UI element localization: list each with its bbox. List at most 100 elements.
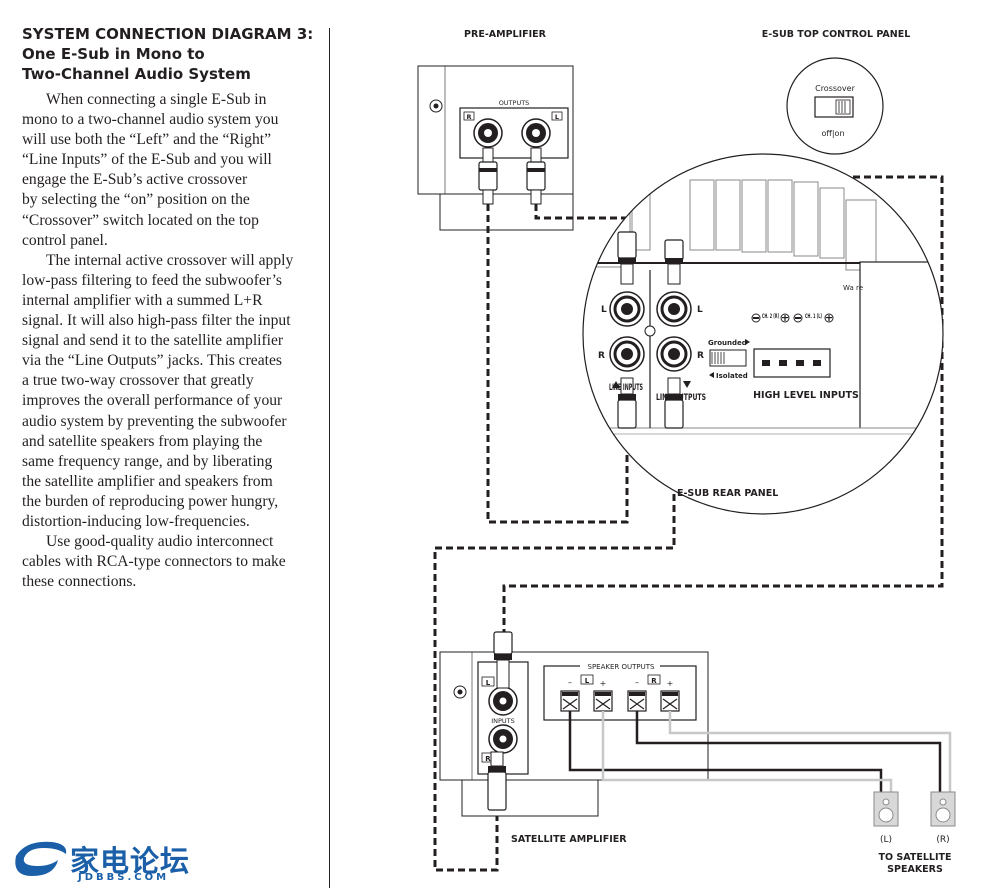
- body-line: engage the E-Sub’s active crossover: [22, 171, 248, 189]
- top-control-title: E-SUB TOP CONTROL PANEL: [762, 29, 911, 40]
- body-line: The internal active crossover will apply: [46, 251, 294, 269]
- isolated-label: Isolated: [716, 372, 748, 380]
- body-line: low-pass filtering to feed the subwoofer…: [22, 271, 282, 289]
- body-line: When connecting a single E-Sub in: [46, 91, 267, 108]
- rear-panel: Wa re L L R R: [582, 153, 944, 515]
- ground-switch: [709, 349, 747, 367]
- arrow-left-icon: [709, 372, 714, 378]
- switch-knob: [835, 99, 851, 115]
- to-satellite-label: SPEAKERS: [887, 864, 943, 875]
- body-line: by selecting the “on” position on the: [22, 191, 250, 209]
- speaker-terminal-icon: [593, 690, 613, 712]
- body-line: same frequency range, and by liberating: [22, 452, 273, 470]
- preamp-r-label: R: [466, 113, 471, 121]
- article-column: SYSTEM CONNECTION DIAGRAM 3: One E-Sub i…: [22, 24, 317, 592]
- jack-l-label: L: [697, 305, 703, 315]
- plus-icon: [824, 313, 834, 323]
- watermark-cn: 家电论坛: [70, 844, 191, 878]
- heading-line: SYSTEM CONNECTION DIAGRAM 3:: [22, 25, 314, 43]
- arrow-up-icon: [612, 381, 620, 388]
- sat-input-r-jack: [488, 724, 518, 754]
- jack-l-label: L: [601, 305, 607, 315]
- ch1-label: CH. 1 (L): [805, 313, 822, 320]
- speaker-terminal-icon: [660, 690, 680, 712]
- rca-plug-icon: [487, 751, 507, 811]
- line-output-r-jack: [656, 336, 692, 372]
- rca-plug-icon: [478, 147, 498, 205]
- preamp-title: PRE-AMPLIFIER: [464, 29, 547, 40]
- rca-plug-icon: [526, 147, 546, 205]
- minus-sign: –: [568, 678, 572, 687]
- crossover-label: Crossover: [815, 84, 855, 93]
- body-line: distortion-inducing low-frequencies.: [22, 512, 250, 530]
- line-output-l-jack: [656, 291, 692, 327]
- spk-l-label: L: [585, 677, 590, 685]
- rca-plug-icon: [617, 231, 637, 285]
- preamp-l-jack: [521, 118, 551, 148]
- heading-line: Two-Channel Audio System: [22, 65, 251, 83]
- top-control-panel: Crossover off|on: [786, 57, 884, 155]
- body-line: “Crossover” switch located on the top: [22, 211, 259, 229]
- body-line: Use good-quality audio interconnect: [46, 533, 274, 551]
- column-divider: [329, 28, 330, 888]
- rca-plug-icon: [664, 377, 684, 429]
- plus-sign: +: [667, 679, 674, 688]
- speaker-terminal-icon: [627, 690, 647, 712]
- body-line: mono to a two-channel audio system you: [22, 111, 279, 129]
- sat-r-label: R: [485, 755, 491, 763]
- jack-center-dot: [644, 325, 656, 337]
- sat-l-label: L: [486, 679, 491, 687]
- body-line: improves the overall performance of your: [22, 392, 283, 410]
- rca-plug-icon: [493, 631, 513, 689]
- section-heading: SYSTEM CONNECTION DIAGRAM 3: One E-Sub i…: [22, 24, 317, 84]
- body-line: the satellite amplifier and speakers fro…: [22, 472, 273, 490]
- body-line: control panel.: [22, 231, 108, 249]
- line-input-r-jack: [609, 336, 645, 372]
- grounded-label: Grounded: [708, 339, 747, 347]
- body-line: these connections.: [22, 573, 137, 591]
- speaker-left-label: (L): [880, 835, 892, 845]
- rca-plug-icon: [617, 377, 637, 429]
- heading-line: One E-Sub in Mono to: [22, 45, 205, 63]
- sat-inputs-label: INPUTS: [491, 717, 515, 725]
- minus-icon: [751, 313, 761, 323]
- partial-label: Wa re: [843, 284, 863, 292]
- minus-sign: –: [635, 678, 639, 687]
- sat-input-l-jack: [488, 686, 518, 716]
- plus-icon: [780, 313, 790, 323]
- satellite-amp-title: SATELLITE AMPLIFIER: [511, 834, 627, 845]
- body-line: and satellite speakers from playing the: [22, 432, 263, 450]
- watermark: 家电论坛 JDBBS.COM: [8, 834, 190, 886]
- speaker-outputs-label: SPEAKER OUTPUTS: [588, 663, 656, 671]
- line-outputs-label: LINE OUTPUTS: [656, 393, 706, 403]
- line-input-l-jack: [609, 291, 645, 327]
- rca-plug-icon: [664, 239, 684, 285]
- body-line: “Line Inputs” of the E-Sub and you will: [22, 151, 272, 169]
- speaker-wires: [568, 711, 952, 792]
- ground-screw-icon: [429, 99, 443, 113]
- body-line: signal and send it to the satellite ampl…: [22, 332, 284, 350]
- speaker-right-icon: [930, 791, 956, 827]
- crossover-state: off|on: [821, 129, 844, 138]
- arrow-down-icon: [683, 381, 691, 388]
- swirl-logo-icon: [15, 841, 67, 876]
- speaker-right-label: (R): [936, 835, 949, 845]
- body-line: a true two-way crossover that greatly: [22, 372, 254, 390]
- plus-sign: +: [600, 679, 607, 688]
- jack-r-label: R: [598, 351, 605, 361]
- rear-panel-title: E-SUB REAR PANEL: [677, 488, 778, 499]
- body-text: When connecting a single E-Sub in mono to…: [22, 90, 317, 592]
- arrow-right-icon: [745, 339, 750, 345]
- minus-icon: [793, 313, 803, 323]
- cable-preamp-r: [486, 204, 629, 524]
- body-line: audio system by preventing the subwoofer: [22, 412, 287, 430]
- body-line: cables with RCA-type connectors to make: [22, 553, 286, 571]
- body-line: the burden of reproducing power hungry,: [22, 492, 279, 510]
- line-inputs-label: LINE INPUTS: [609, 383, 643, 393]
- ground-screw-icon: [453, 685, 467, 699]
- ch2-label: CH. 2 (R): [762, 313, 779, 320]
- body-line: signal. It will also high-pass filter th…: [22, 312, 291, 330]
- to-satellite-label: TO SATELLITE: [879, 852, 952, 863]
- pre-amplifier: OUTPUTS R L: [417, 65, 574, 231]
- preamp-l-label: L: [555, 113, 559, 121]
